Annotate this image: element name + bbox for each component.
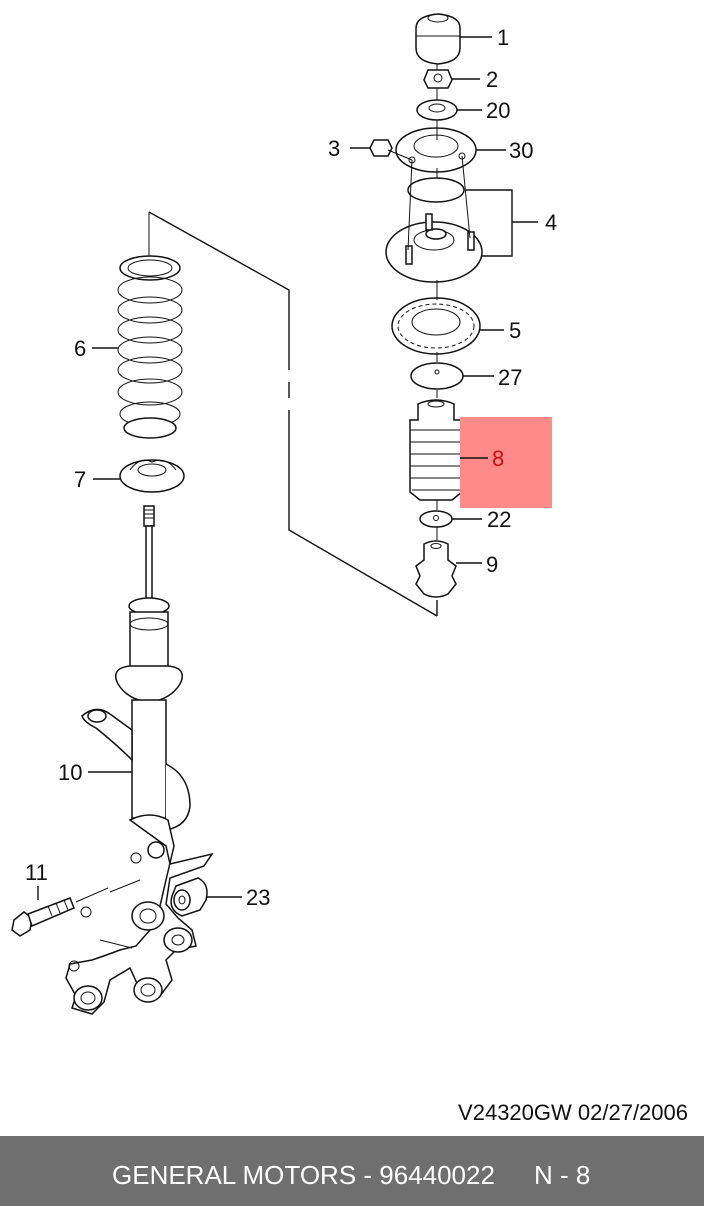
callout-11: 11 xyxy=(25,860,48,885)
part-2-nut xyxy=(423,69,453,89)
part-9-bump-stop xyxy=(415,540,457,598)
callout-8: 8 xyxy=(492,446,504,471)
callout-7: 7 xyxy=(74,467,86,492)
callout-10: 10 xyxy=(58,760,82,785)
part-23-bushing xyxy=(170,877,208,917)
callout-22: 22 xyxy=(487,507,511,532)
callout-5: 5 xyxy=(509,318,521,343)
part-8-highlight xyxy=(460,417,552,508)
callout-6: 6 xyxy=(74,336,86,361)
part-5-spring-seat xyxy=(391,297,481,355)
callout-3: 3 xyxy=(328,136,340,161)
footer-bar xyxy=(0,1136,704,1206)
callout-1: 1 xyxy=(497,25,509,50)
callout-23: 23 xyxy=(246,885,270,910)
part-8-dust-boot xyxy=(409,399,463,501)
part-22-washer xyxy=(419,510,453,528)
callout-2: 2 xyxy=(486,67,498,92)
part-20-washer xyxy=(416,99,458,121)
callout-30: 30 xyxy=(509,138,533,163)
part-11-bolt xyxy=(11,887,109,937)
footer-page-number: N - 8 xyxy=(534,1160,591,1190)
part-27-washer xyxy=(410,362,464,390)
footer-part-number: GENERAL MOTORS - 96440022 xyxy=(112,1160,495,1190)
part-6-coil-spring xyxy=(117,255,183,439)
parts-diagram: 1 2 20 3 30 4 5 27 8 22 9 6 7 10 11 23 xyxy=(11,13,557,1015)
callout-4: 4 xyxy=(545,210,557,235)
callout-27: 27 xyxy=(498,365,522,390)
callout-20: 20 xyxy=(486,98,510,123)
drawing-code: V24320GW 02/27/2006 xyxy=(458,1100,688,1125)
part-7-lower-spring-seat xyxy=(119,459,185,493)
assembly-guide-lines xyxy=(148,64,438,617)
part-30-upper-plate xyxy=(395,127,477,173)
part-10-strut xyxy=(81,505,191,831)
part-3-nut xyxy=(369,139,393,157)
part-1-top-cap xyxy=(415,13,461,65)
knuckle-assembly xyxy=(65,814,214,1015)
callout-9: 9 xyxy=(486,552,498,577)
part-4-mount xyxy=(385,155,483,283)
